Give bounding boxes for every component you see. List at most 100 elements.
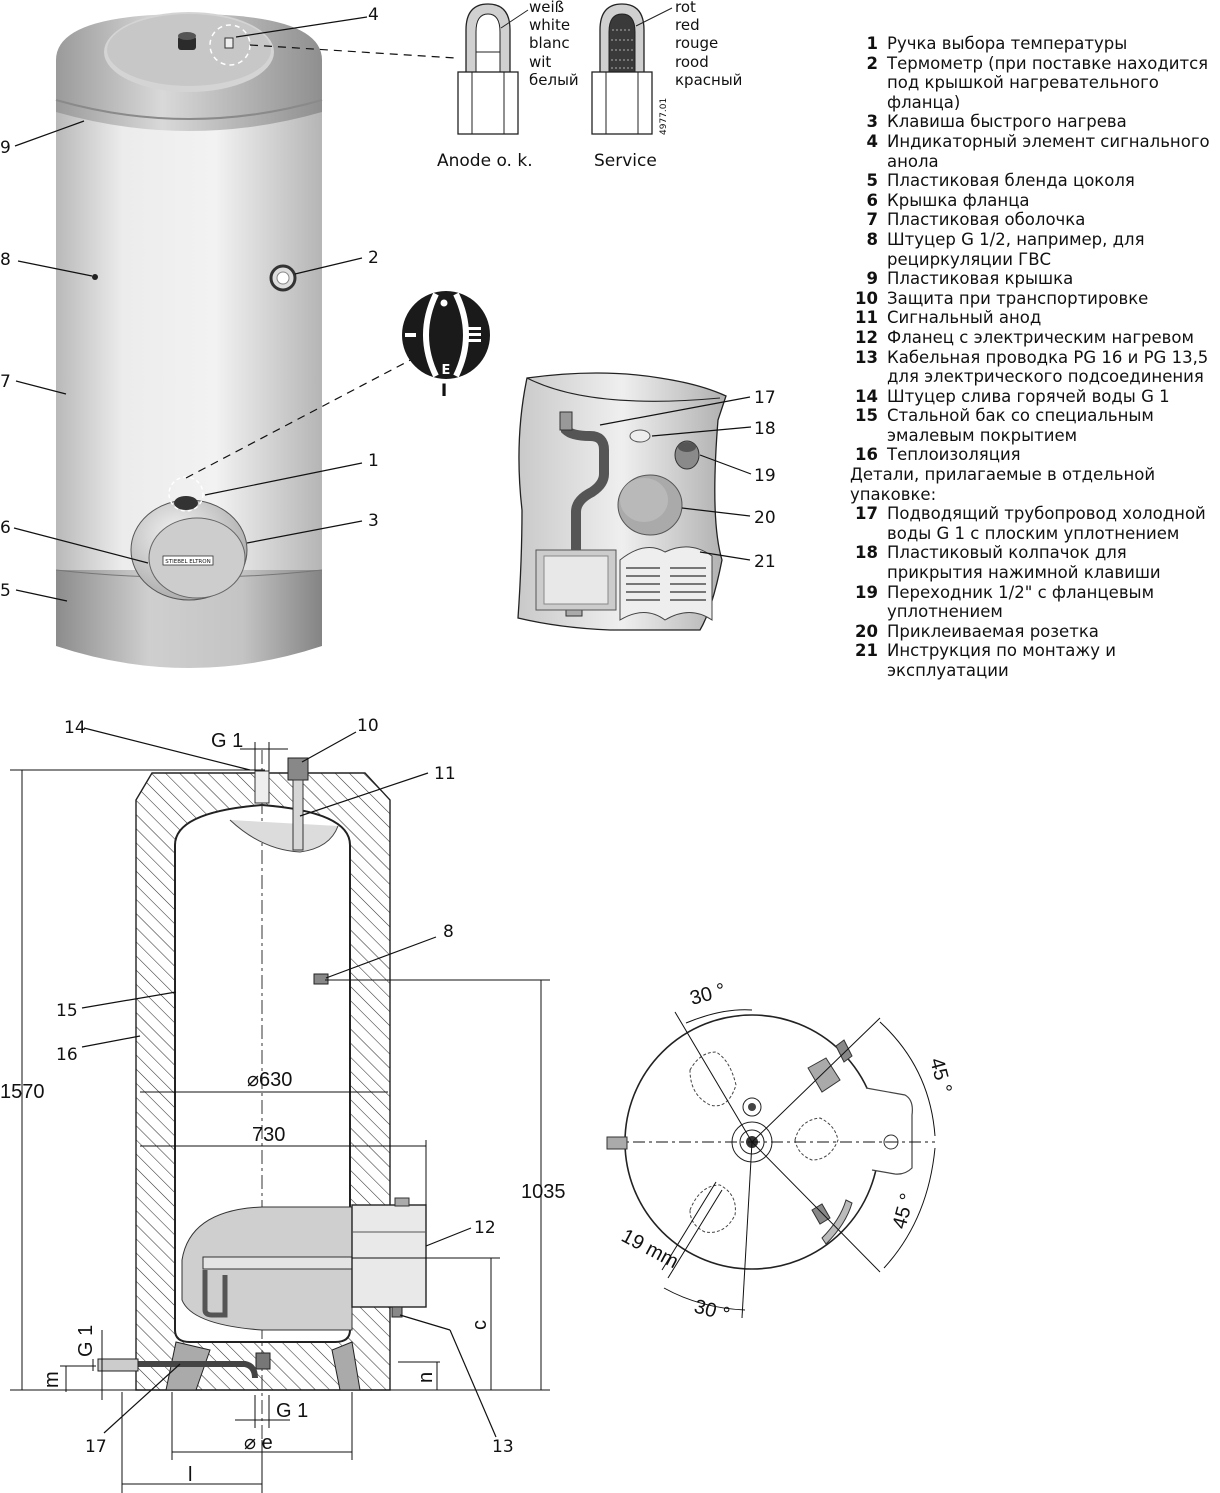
instruction-manual xyxy=(619,546,713,621)
legend-number: 19 xyxy=(855,582,878,602)
callout-3: 3 xyxy=(368,511,379,531)
anode-white-de: weiß xyxy=(529,0,564,16)
legend-text: Инструкция по монтажу и эксплуатации xyxy=(887,641,1116,680)
legend-text: Стальной бак со специальным эмалевым пок… xyxy=(887,406,1154,445)
dim-bottom-port: G 1 xyxy=(276,1400,308,1422)
legend-item: 12 Фланец с электрическим нагревом xyxy=(848,328,1220,348)
legend-number: 1 xyxy=(866,34,878,53)
legend-text: Ручка выбора температуры xyxy=(887,34,1128,53)
legend-text: Сигнальный анод xyxy=(887,308,1042,328)
legend-text: Штуцер G 1/2, например, для рециркуляции… xyxy=(887,229,1145,269)
legend-text: Термометр (при поставке находится под кр… xyxy=(887,53,1209,112)
callout-4: 4 xyxy=(368,5,379,25)
plan-view: 30 ° 45 ° 45 ° 30 ° 19 mm xyxy=(606,979,956,1327)
anode-red-fr: rouge xyxy=(675,34,718,52)
dim-n: n xyxy=(415,1372,437,1383)
legend-number: 13 xyxy=(855,347,878,367)
legend-number: 21 xyxy=(855,641,878,661)
dim-top-port: G 1 xyxy=(211,730,243,752)
legend-text: Пластиковая оболочка xyxy=(887,210,1086,230)
legend-number: 14 xyxy=(855,386,878,406)
legend-item: 8 Штуцер G 1/2, например, для рециркуляци… xyxy=(848,230,1220,269)
dim-width-outer: 730 xyxy=(252,1124,285,1146)
anode-white-ru: белый xyxy=(529,71,579,89)
legend-text: Фланец с электрическим нагревом xyxy=(887,327,1194,347)
legend-text: Переходник 1/2" с фланцевым уплотнением xyxy=(887,582,1155,622)
dim-diameter-inner: ⌀630 xyxy=(247,1069,292,1091)
dim-c: c xyxy=(469,1320,491,1330)
anode-red-nl: rood xyxy=(675,53,709,71)
temperature-knob-top xyxy=(178,36,196,50)
accessory-callout-17: 17 xyxy=(754,388,776,408)
callout-5: 5 xyxy=(0,581,11,601)
dim-m: m xyxy=(41,1371,63,1388)
dim-e: ⌀ e xyxy=(244,1432,273,1454)
brand-plate: STIEBEL ELTRON xyxy=(165,559,210,565)
svg-text:E: E xyxy=(442,363,451,378)
section-view: 1570 1035 ⌀630 730 G 1 G 1 m n c G 1 ⌀ e xyxy=(0,716,566,1493)
dim-height: 1570 xyxy=(0,1081,45,1103)
legend-number: 10 xyxy=(855,288,878,308)
plan-angle-right-bottom: 45 ° xyxy=(889,1191,920,1231)
legend-number: 4 xyxy=(866,131,878,151)
tank-base-cover xyxy=(56,570,322,668)
section-callout-15: 15 xyxy=(56,1001,78,1021)
legend-number: 5 xyxy=(866,171,878,191)
legend-text: Индикаторный элемент сигнального анола xyxy=(887,131,1210,171)
legend-text: Подводящий трубопровод холодной воды G 1… xyxy=(887,504,1206,543)
section-callout-16: 16 xyxy=(56,1045,78,1065)
legend-text: Штуцер слива горячей воды G 1 xyxy=(887,386,1170,406)
section-callout-13: 13 xyxy=(492,1437,514,1457)
legend-number: 18 xyxy=(855,543,878,563)
callout-6: 6 xyxy=(0,518,11,538)
legend-text: Защита при транспортировке xyxy=(887,288,1149,308)
legend-text: Пластиковый колпачок для прикрытия нажим… xyxy=(887,543,1161,583)
dim-port8-height: 1035 xyxy=(521,1181,566,1203)
anode-white-en: white xyxy=(529,16,570,34)
legend-note-row: Детали, прилагаемые в отдельной упаковке… xyxy=(848,465,1220,504)
knob-1 xyxy=(174,496,198,510)
anode-red-en: red xyxy=(675,16,700,34)
legend-item: 19 Переходник 1/2" с фланцевым уплотнение… xyxy=(848,583,1220,622)
legend-number: 16 xyxy=(855,445,878,465)
legend-text: Крышка фланца xyxy=(887,190,1030,210)
recirculation-port-dot xyxy=(92,274,98,280)
knob-marker: I xyxy=(441,381,447,401)
anode-ok-caption: Anode o. k. xyxy=(437,151,533,171)
legend-item: 16 Теплоизоляция xyxy=(848,445,1220,465)
callout-9: 9 xyxy=(0,138,11,158)
accessory-callout-20: 20 xyxy=(754,508,776,528)
legend-number: 15 xyxy=(855,406,878,426)
accessory-bag: 17 18 19 20 21 xyxy=(517,372,776,631)
legend-number: 9 xyxy=(866,269,878,289)
cable-gland xyxy=(391,1306,403,1318)
legend-number: 11 xyxy=(855,308,878,328)
legend-item: 15 Стальной бак со специальным эмалевым п… xyxy=(848,406,1220,445)
callout-8: 8 xyxy=(0,250,11,270)
legend-item: 4 Индикаторный элемент сигнального анола xyxy=(848,132,1220,171)
legend-text: Теплоизоляция xyxy=(887,445,1021,465)
legend-number: 12 xyxy=(855,327,878,347)
legend-item: 10 Защита при транспортировке xyxy=(848,289,1220,309)
transport-protection xyxy=(287,757,309,781)
plan-angle-bottom: 30 ° xyxy=(692,1296,732,1327)
legend-text: Приклеиваемая розетка xyxy=(887,621,1099,641)
section-callout-14: 14 xyxy=(64,718,86,738)
legend-number: 8 xyxy=(866,229,878,249)
callout-1: 1 xyxy=(368,451,379,471)
callout-2: 2 xyxy=(368,248,379,268)
section-callout-11: 11 xyxy=(434,764,456,784)
cold-water-pipe xyxy=(136,1361,258,1379)
legend-item: 18 Пластиковый колпачок для прикрытия наж… xyxy=(848,543,1220,582)
legend-item: 14 Штуцер слива горячей воды G 1 xyxy=(848,387,1220,407)
